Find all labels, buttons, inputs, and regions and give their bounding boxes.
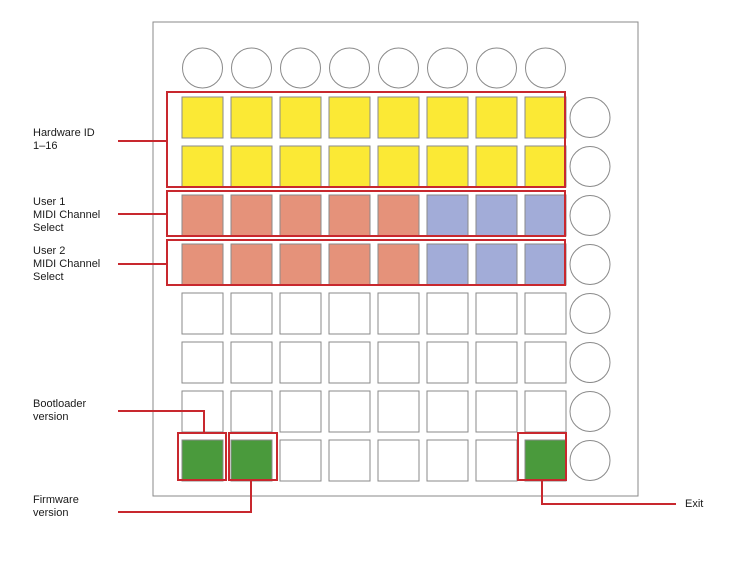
grid-pad[interactable]	[230, 96, 273, 139]
scene-round-button[interactable]	[569, 342, 611, 383]
grid-pad[interactable]	[328, 145, 371, 188]
grid-pad[interactable]	[328, 341, 371, 384]
grid-pad[interactable]	[524, 194, 567, 237]
scene-round-button[interactable]	[569, 97, 611, 138]
grid-pad[interactable]	[524, 96, 567, 139]
grid-pad[interactable]	[524, 292, 567, 335]
grid-pad[interactable]	[475, 390, 518, 433]
scene-round-button[interactable]	[569, 391, 611, 432]
grid-pad[interactable]	[377, 145, 420, 188]
grid-pad[interactable]	[279, 145, 322, 188]
grid-pad[interactable]	[426, 390, 469, 433]
exit-label: Exit	[685, 498, 704, 510]
grid-pad[interactable]	[230, 194, 273, 237]
grid-pad[interactable]	[279, 390, 322, 433]
grid-pad[interactable]	[230, 292, 273, 335]
bootloader-pad-highlight	[177, 432, 227, 481]
grid-pad[interactable]	[230, 439, 273, 482]
grid-pad[interactable]	[377, 96, 420, 139]
grid-pad[interactable]	[181, 341, 224, 384]
grid-pad[interactable]	[279, 341, 322, 384]
grid-pad[interactable]	[279, 439, 322, 482]
grid-pad[interactable]	[328, 96, 371, 139]
grid-pad[interactable]	[328, 243, 371, 286]
grid-pad[interactable]	[524, 145, 567, 188]
hardware-id-label: Hardware ID 1–16	[33, 127, 95, 152]
grid-pad[interactable]	[426, 96, 469, 139]
firmware-leader	[118, 480, 252, 513]
grid-pad[interactable]	[279, 292, 322, 335]
grid-pad[interactable]	[230, 341, 273, 384]
grid-pad[interactable]	[524, 390, 567, 433]
grid-pad[interactable]	[181, 292, 224, 335]
grid-pad[interactable]	[524, 243, 567, 286]
grid-pad[interactable]	[181, 194, 224, 237]
scene-round-button[interactable]	[569, 440, 611, 481]
grid-pad[interactable]	[377, 390, 420, 433]
top-round-button[interactable]	[182, 47, 223, 89]
grid-pad[interactable]	[181, 96, 224, 139]
grid-pad[interactable]	[475, 341, 518, 384]
grid-pad[interactable]	[230, 390, 273, 433]
grid-pad[interactable]	[279, 243, 322, 286]
grid-pad[interactable]	[475, 292, 518, 335]
grid-pad[interactable]	[328, 194, 371, 237]
grid-pad[interactable]	[475, 96, 518, 139]
grid-pad[interactable]	[377, 439, 420, 482]
grid-pad[interactable]	[475, 145, 518, 188]
top-round-button[interactable]	[525, 47, 566, 89]
firmware-pad-highlight	[228, 432, 278, 481]
grid-pad[interactable]	[426, 194, 469, 237]
grid-pad[interactable]	[181, 243, 224, 286]
grid-pad[interactable]	[377, 292, 420, 335]
grid-pad[interactable]	[524, 341, 567, 384]
scene-round-button[interactable]	[569, 146, 611, 187]
top-round-button[interactable]	[378, 47, 419, 89]
top-round-button[interactable]	[427, 47, 468, 89]
grid-pad[interactable]	[328, 439, 371, 482]
top-round-button[interactable]	[329, 47, 370, 89]
scene-round-button[interactable]	[569, 195, 611, 236]
scene-round-button[interactable]	[569, 244, 611, 285]
grid-pad[interactable]	[279, 96, 322, 139]
grid-pad[interactable]	[426, 243, 469, 286]
scene-round-button[interactable]	[569, 293, 611, 334]
grid-pad[interactable]	[377, 341, 420, 384]
grid-pad[interactable]	[230, 145, 273, 188]
bootloader-version-label: Bootloader version	[33, 398, 87, 423]
grid-pad[interactable]	[328, 390, 371, 433]
bootloader-leader	[118, 410, 205, 433]
grid-pad[interactable]	[181, 439, 224, 482]
grid-pad[interactable]	[475, 194, 518, 237]
grid-pad[interactable]	[377, 194, 420, 237]
grid-pad[interactable]	[377, 243, 420, 286]
grid-pad[interactable]	[524, 439, 567, 482]
grid-pad[interactable]	[426, 145, 469, 188]
firmware-version-label: Firmware version	[33, 494, 79, 519]
grid-pad[interactable]	[475, 243, 518, 286]
grid-pad[interactable]	[230, 243, 273, 286]
hardware-id-highlight	[166, 91, 566, 188]
grid-pad[interactable]	[426, 292, 469, 335]
grid-pad[interactable]	[181, 145, 224, 188]
grid-pad[interactable]	[426, 341, 469, 384]
grid-pad[interactable]	[328, 292, 371, 335]
top-round-button[interactable]	[476, 47, 517, 89]
top-round-button[interactable]	[231, 47, 272, 89]
user1-midi-channel-label: User 1 MIDI Channel Select	[33, 196, 101, 234]
top-round-button[interactable]	[280, 47, 321, 89]
exit-leader	[541, 480, 676, 505]
user2-row-highlight	[166, 239, 566, 286]
user2-midi-channel-label: User 2 MIDI Channel Select	[33, 245, 101, 283]
grid-pad[interactable]	[475, 439, 518, 482]
grid-pad[interactable]	[279, 194, 322, 237]
grid-pad[interactable]	[426, 439, 469, 482]
